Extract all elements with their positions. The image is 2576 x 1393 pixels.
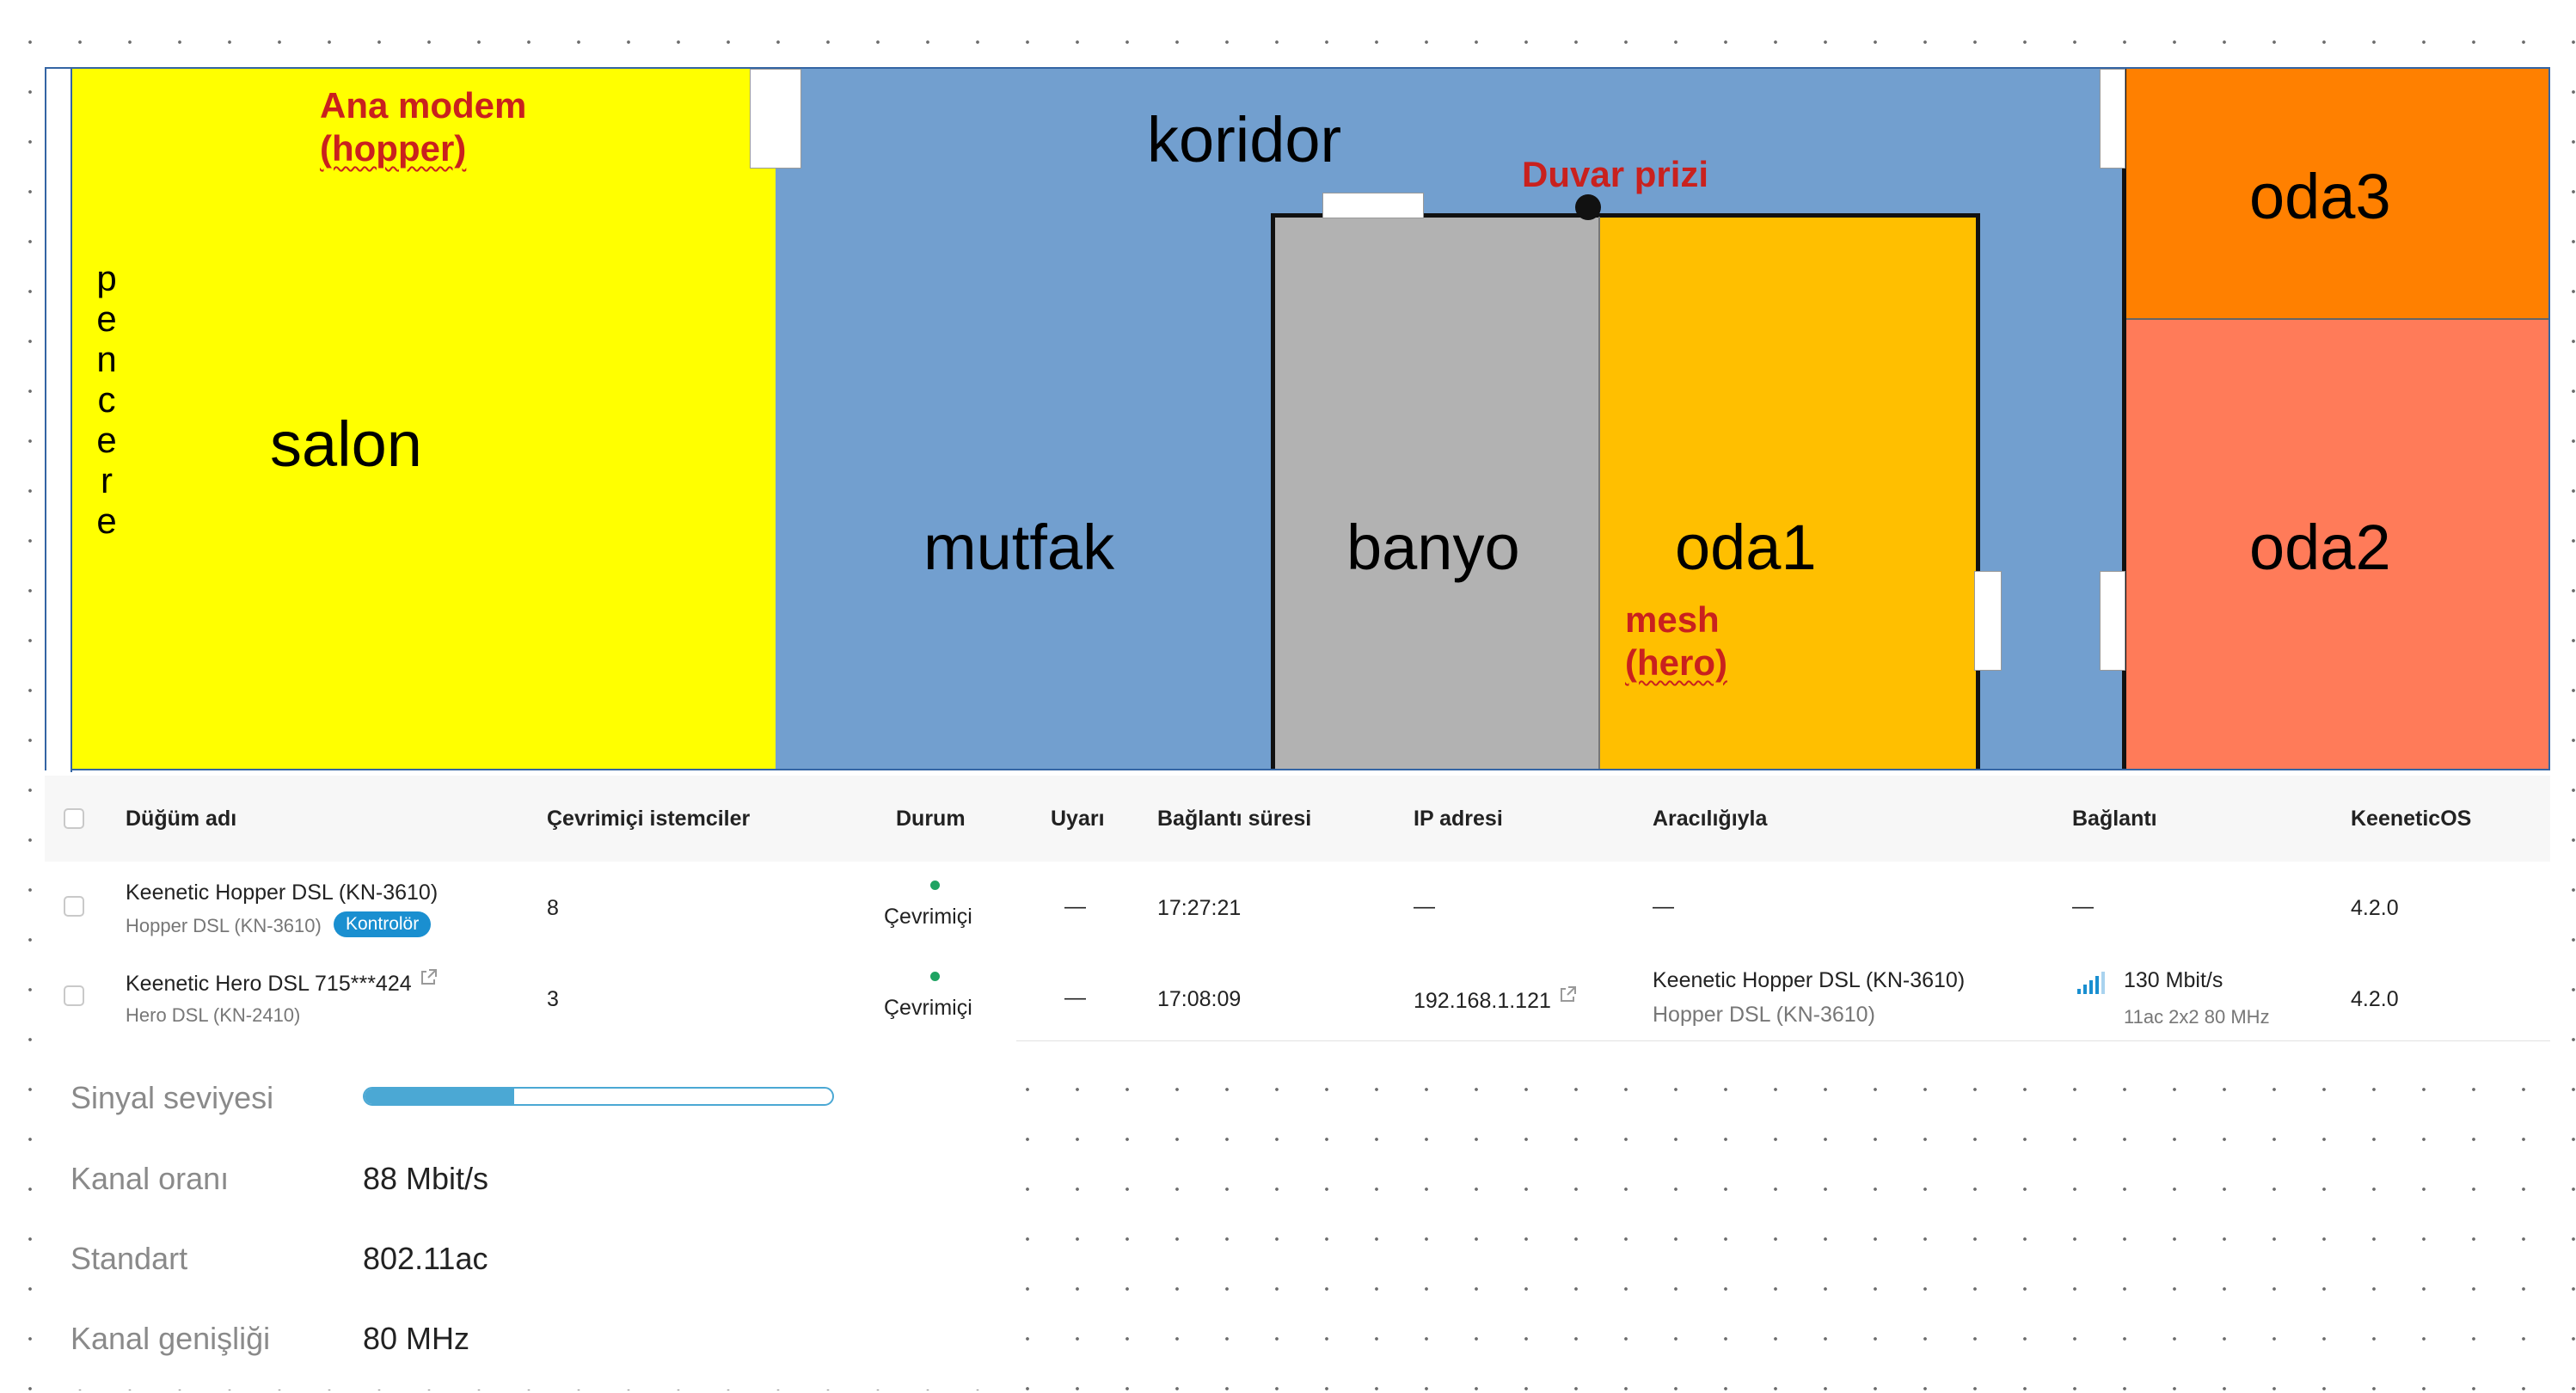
door-oda1 xyxy=(1974,571,2002,671)
wall-bath-oda1 xyxy=(1598,217,1600,769)
label-mutfak: mutfak xyxy=(923,512,1115,583)
channel-rate-label: Kanal oranı xyxy=(71,1161,230,1196)
node-model: Hopper DSL (KN-3610) xyxy=(126,915,322,936)
connection-speed: 130 Mbit/s xyxy=(2124,968,2223,992)
status-text: Çevrimiçi xyxy=(884,996,972,1020)
ip-address[interactable]: 192.168.1.121 xyxy=(1414,989,1551,1013)
signal-level-fill xyxy=(365,1089,515,1104)
warning: — xyxy=(1064,894,1086,918)
via: — xyxy=(1653,894,1674,918)
signal-level-label: Sinyal seviyesi xyxy=(71,1080,274,1115)
window-letter: n xyxy=(96,339,117,379)
ip-cell[interactable]: 192.168.1.121 xyxy=(1414,985,1577,1014)
col-status[interactable]: Durum xyxy=(896,807,966,831)
door-oda2 xyxy=(2100,571,2125,671)
channel-width-label: Kanal genişliği xyxy=(71,1321,271,1356)
node-name[interactable]: Keenetic Hero DSL 715***424 xyxy=(126,972,412,996)
via: Keenetic Hopper DSL (KN-3610) xyxy=(1653,968,1966,992)
node-name[interactable]: Keenetic Hopper DSL (KN-3610) xyxy=(126,881,439,905)
wall-oda1-right xyxy=(1976,213,1980,769)
col-warning[interactable]: Uyarı xyxy=(1051,807,1105,831)
node-model: Hero DSL (KN-2410) xyxy=(126,1004,301,1026)
window-letter: e xyxy=(96,420,117,460)
wall-bath-top xyxy=(1271,213,1979,218)
col-ip[interactable]: IP adresi xyxy=(1414,807,1503,831)
floor-plan: p e n c e r e salon koridor mutfak banyo… xyxy=(45,67,2550,772)
ip-address: — xyxy=(1414,894,1435,918)
row-checkbox[interactable] xyxy=(64,985,84,1006)
col-online-clients[interactable]: Çevrimiçi istemciler xyxy=(547,807,751,831)
label-oda3: oda3 xyxy=(2249,161,2391,232)
room-oda1 xyxy=(1599,217,1978,769)
col-os[interactable]: KeeneticOS xyxy=(2351,807,2472,831)
label-koridor: koridor xyxy=(1147,104,1342,175)
wall-bath-left xyxy=(1271,213,1275,769)
wall-right-rooms xyxy=(2122,69,2126,769)
external-link-icon[interactable] xyxy=(1558,985,1577,1010)
select-all-checkbox[interactable] xyxy=(64,808,84,829)
col-via[interactable]: Aracılığıyla xyxy=(1653,807,1768,831)
label-banyo: banyo xyxy=(1346,512,1520,583)
external-link-icon[interactable] xyxy=(419,968,438,993)
warning: — xyxy=(1064,985,1086,1009)
annotation-main-modem: Ana modem (hopper) xyxy=(320,84,526,170)
os-version: 4.2.0 xyxy=(2351,987,2399,1011)
uptime: 17:27:21 xyxy=(1157,896,1242,920)
room-oda2 xyxy=(2124,318,2548,769)
window-letter: e xyxy=(96,298,117,339)
mesh-node-table: Düğüm adı Çevrimiçi istemciler Durum Uya… xyxy=(45,776,2550,1041)
table-row[interactable]: Keenetic Hopper DSL (KN-3610) Hopper DSL… xyxy=(45,862,2550,952)
table-row[interactable]: Keenetic Hero DSL 715***424 Hero DSL (KN… xyxy=(45,951,2550,1041)
window-letter: r xyxy=(101,460,113,500)
online-status-dot xyxy=(930,881,940,890)
standard-label: Standart xyxy=(71,1241,188,1276)
signal-level-bar xyxy=(363,1087,834,1106)
window-letter: c xyxy=(97,379,116,420)
label-oda2: oda2 xyxy=(2249,512,2391,583)
online-clients: 8 xyxy=(547,896,559,920)
annotation-main-modem-line1: Ana modem xyxy=(320,85,527,126)
annotation-mesh: mesh (hero) xyxy=(1625,598,1727,684)
channel-width-value: 80 MHz xyxy=(363,1321,470,1356)
signal-details-panel: Sinyal seviyesi Kanal oranı 88 Mbit/s St… xyxy=(45,1040,1016,1390)
window-strip xyxy=(46,69,72,772)
annotation-main-modem-line2: (hopper) xyxy=(320,128,467,169)
connection-details: 11ac 2x2 80 MHz xyxy=(2124,1006,2270,1028)
table-header: Düğüm adı Çevrimiçi istemciler Durum Uya… xyxy=(45,776,2550,862)
node-name-cell[interactable]: Keenetic Hero DSL 715***424 xyxy=(126,968,438,997)
label-oda1: oda1 xyxy=(1675,512,1817,583)
controller-badge: Kontrolör xyxy=(334,911,432,937)
via-model: Hopper DSL (KN-3610) xyxy=(1653,1003,1875,1027)
channel-rate-value: 88 Mbit/s xyxy=(363,1161,489,1196)
wall-socket-marker xyxy=(1575,194,1601,220)
wifi-signal-icon xyxy=(2077,972,2107,998)
annotation-mesh-line2: (hero) xyxy=(1625,642,1727,683)
status-text: Çevrimiçi xyxy=(884,905,972,929)
standard-value: 802.11ac xyxy=(363,1241,488,1276)
os-version: 4.2.0 xyxy=(2351,896,2399,920)
door-salon xyxy=(750,69,801,169)
label-salon: salon xyxy=(270,408,422,480)
connection: — xyxy=(2072,894,2094,918)
online-clients: 3 xyxy=(547,987,559,1011)
window-letter: e xyxy=(96,500,117,541)
room-banyo xyxy=(1273,217,1599,769)
col-uptime[interactable]: Bağlantı süresi xyxy=(1157,807,1312,831)
row-checkbox[interactable] xyxy=(64,896,84,917)
col-node-name[interactable]: Düğüm adı xyxy=(126,807,237,831)
room-oda3 xyxy=(2124,69,2548,318)
uptime: 17:08:09 xyxy=(1157,987,1242,1011)
room-salon xyxy=(72,69,776,769)
door-banyo xyxy=(1322,193,1424,218)
annotation-mesh-line1: mesh xyxy=(1625,599,1720,640)
online-status-dot xyxy=(930,972,940,981)
col-connection[interactable]: Bağlantı xyxy=(2072,807,2157,831)
window-label: p e n c e r e xyxy=(89,258,124,541)
annotation-wall-socket: Duvar prizi xyxy=(1522,154,1709,194)
door-oda3 xyxy=(2100,69,2125,169)
window-letter: p xyxy=(96,258,117,298)
